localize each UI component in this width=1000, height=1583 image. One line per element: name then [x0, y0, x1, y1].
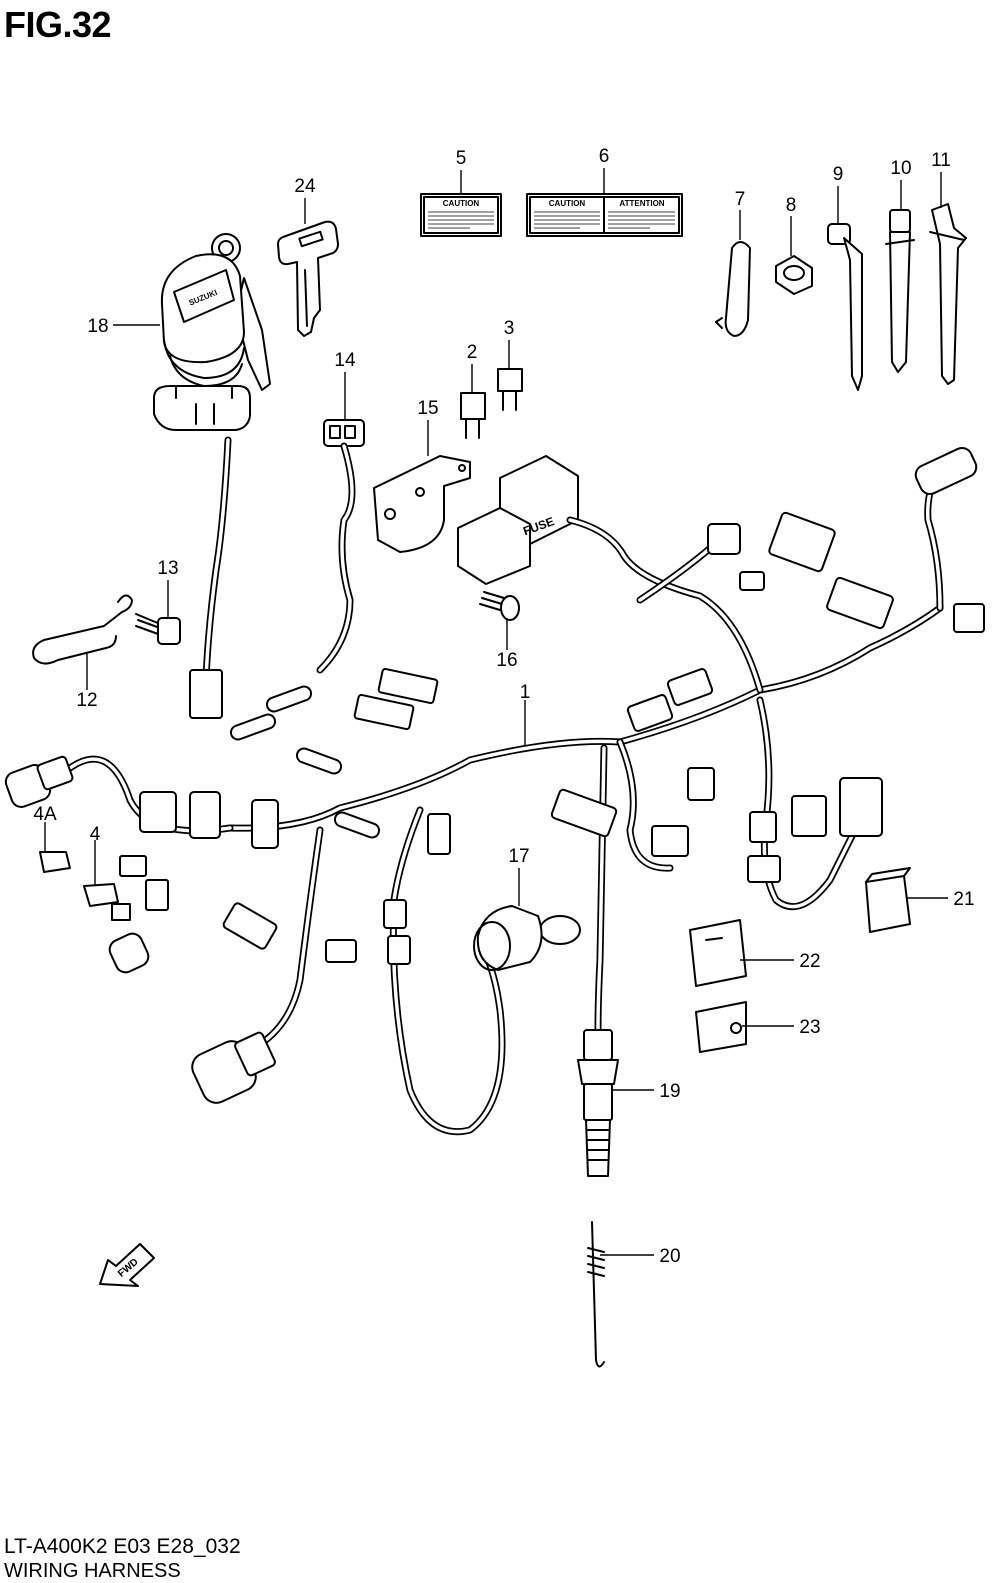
caution-label-part-5: CAUTION [420, 193, 502, 237]
callout-19: 19 [659, 1081, 680, 1102]
relay-part-22 [689, 919, 747, 987]
ignition-key-part-24 [277, 220, 339, 337]
callout-14: 14 [334, 350, 356, 371]
cable-tie-part-11 [929, 203, 967, 385]
forward-arrow-icon: FWD [99, 1243, 155, 1287]
callout-7: 7 [735, 189, 746, 210]
fuse-part-3 [497, 368, 523, 411]
ignition-switch-part-18: SUZUKI [153, 233, 271, 431]
callout-1: 1 [520, 682, 531, 703]
sensor-part-17 [473, 905, 581, 971]
oxygen-sensor-part-19 [577, 1029, 619, 1177]
dipstick-part-20 [587, 1221, 605, 1368]
harness-connectors [4, 447, 985, 1104]
attention-label-text: ATTENTION [619, 199, 664, 208]
callout-18: 18 [87, 316, 108, 337]
fuse-box: FUSE [457, 455, 579, 585]
callout-5: 5 [456, 148, 467, 169]
clamp-part-7 [715, 241, 751, 337]
fuse-bracket-part-15 [373, 455, 471, 553]
callout-2: 2 [467, 342, 478, 363]
callout-3: 3 [504, 318, 515, 339]
callout-24: 24 [294, 176, 316, 197]
callout-numbers: 1 2 3 4 4A 5 6 7 8 9 10 11 12 13 14 15 1… [33, 146, 974, 1267]
callout-11: 11 [931, 150, 951, 171]
caution-label-text: CAUTION [443, 199, 480, 208]
cable-tie-part-9 [827, 223, 863, 391]
figure-title: FIG.32 [4, 4, 112, 45]
clamp-part-8 [775, 255, 813, 295]
leader-lines [44, 168, 948, 1256]
callout-9: 9 [833, 164, 844, 185]
terminal-part-4 [83, 883, 131, 921]
relay-part-21 [865, 867, 911, 933]
callout-8: 8 [786, 195, 797, 216]
cable-tie-part-10 [885, 209, 915, 373]
caution-attention-label-part-6: CAUTION ATTENTION [526, 193, 683, 237]
cover-part-23 [695, 1001, 747, 1053]
callout-21: 21 [953, 889, 974, 910]
callout-17: 17 [508, 846, 529, 867]
bolt-part-13 [135, 613, 181, 645]
callout-12: 12 [76, 690, 97, 711]
callout-13: 13 [157, 558, 178, 579]
callout-6: 6 [599, 146, 610, 167]
callout-22: 22 [799, 951, 820, 972]
wire-clamp-part-12 [32, 594, 133, 665]
callout-16: 16 [496, 650, 517, 671]
callout-23: 23 [799, 1017, 820, 1038]
figure-name: WIRING HARNESS [4, 1560, 181, 1582]
callout-20: 20 [659, 1246, 680, 1267]
connector-part-14 [323, 419, 365, 447]
callout-15: 15 [417, 398, 438, 419]
fuse-part-2 [460, 392, 486, 439]
terminal-part-4a [39, 851, 71, 873]
callout-4a: 4A [33, 804, 57, 825]
model-code: LT-A400K2 E03 E28_032 [4, 1535, 241, 1558]
caution-label-text-2: CAUTION [549, 199, 586, 208]
main-wiring-harness-part-1 [66, 436, 944, 1136]
callout-10: 10 [890, 158, 911, 179]
screw-part-16 [479, 591, 520, 621]
callout-4: 4 [90, 824, 101, 845]
